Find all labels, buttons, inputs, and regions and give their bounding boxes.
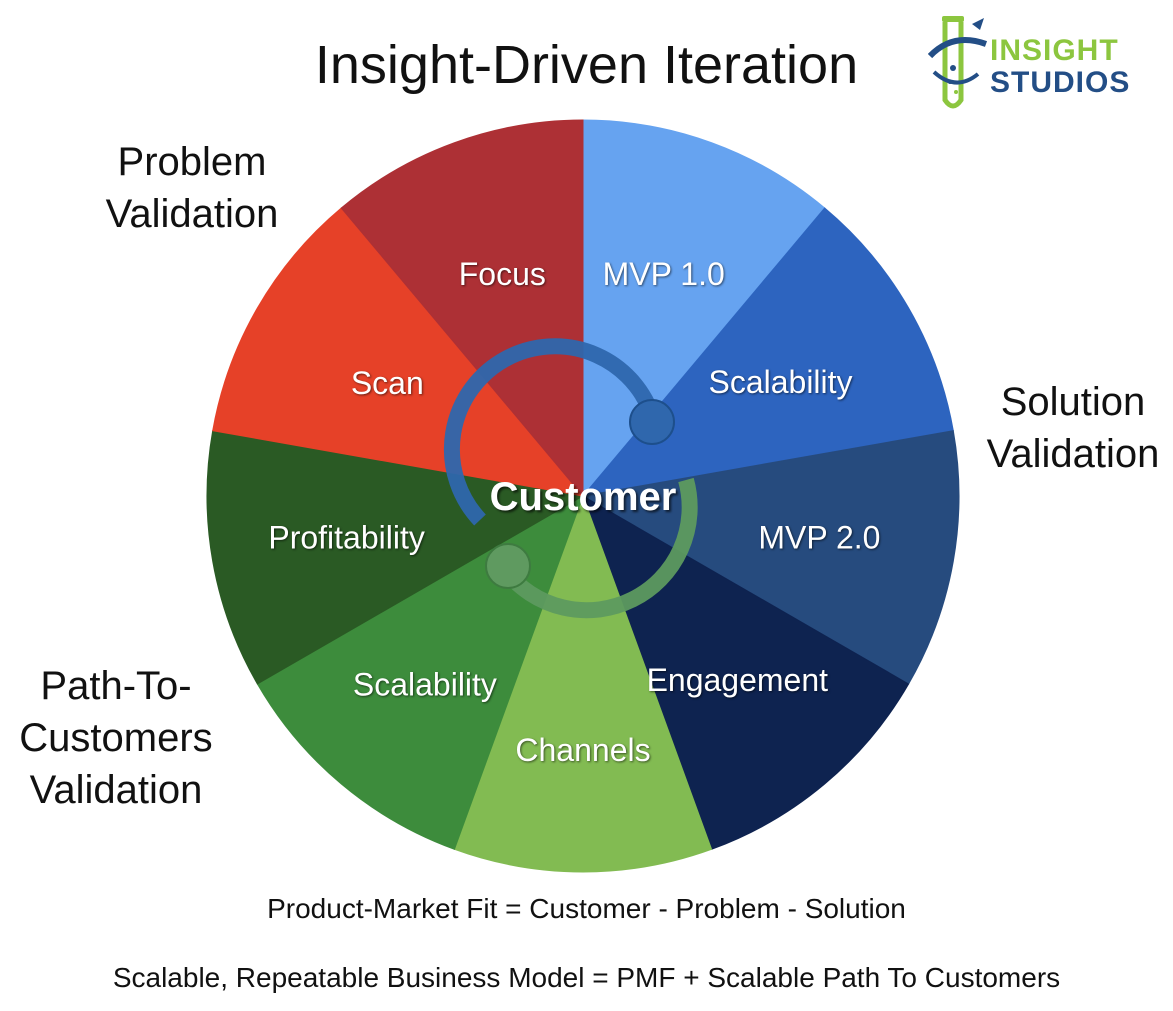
wheel-segment [206, 430, 585, 685]
page-title: Insight-Driven Iteration [314, 35, 859, 95]
wheel-segments [206, 119, 960, 873]
segment-label: MVP 1.0 [603, 256, 725, 292]
segment-label: Scalability [353, 666, 497, 702]
logo-text-studios: STUDIOS [990, 66, 1131, 99]
wheel-segment [340, 119, 584, 498]
segment-label: Scalability [708, 364, 852, 400]
segment-label: Scan [351, 365, 424, 401]
wheel-segment [212, 207, 585, 497]
segment-label: Profitability [268, 520, 425, 556]
wheel-segment [453, 494, 713, 873]
group-label-path: Path-To- Customers Validation [19, 664, 213, 812]
group-label-problem: Problem Validation [105, 140, 279, 236]
segment-label: MVP 2.0 [758, 520, 880, 556]
group-label-solution: Solution Validation [986, 380, 1160, 476]
formula-business-model: Scalable, Repeatable Business Model = PM… [112, 962, 1061, 993]
insight-studios-logo: INSIGHT STUDIOS [928, 12, 1148, 122]
test-tube-icon [928, 16, 988, 109]
customer-cycle-ring [443, 338, 698, 619]
wheel-segment [581, 207, 954, 497]
logo-text-insight: INSIGHT [990, 34, 1119, 67]
center-label: Customer [490, 475, 677, 519]
segment-label: Engagement [647, 662, 829, 698]
segment-label: Focus [459, 256, 546, 292]
formula-pmf: Product-Market Fit = Customer - Problem … [267, 893, 906, 924]
wheel-segment [581, 430, 960, 685]
segment-label: Channels [515, 732, 650, 768]
